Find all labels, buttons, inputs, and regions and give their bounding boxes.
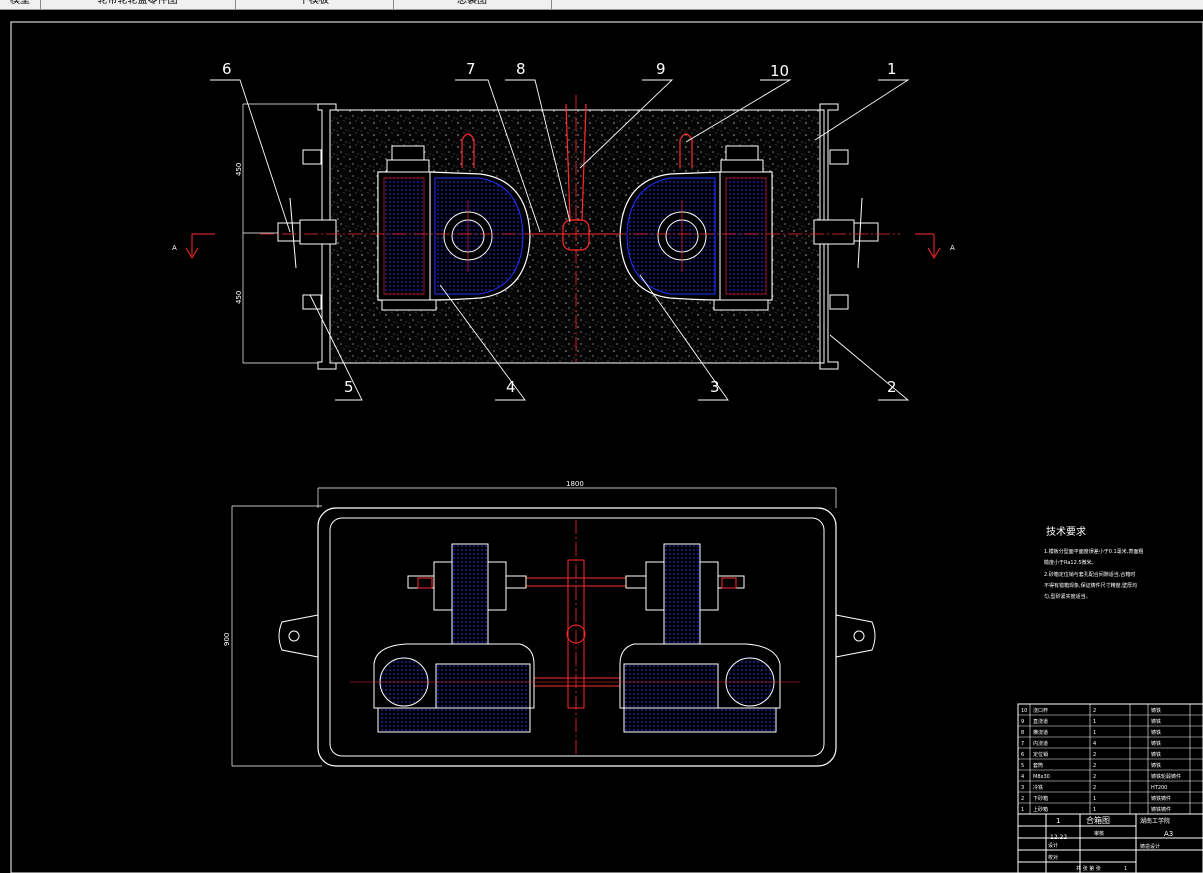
title-block-cell: 9 xyxy=(1021,719,1024,725)
document-tab-bar: 模型 轮带轮轮盘零件图 下模板 总装图 xyxy=(0,0,1203,10)
title-block-cell: 3 xyxy=(1021,785,1024,791)
title-block-cell: 1 xyxy=(1093,730,1096,736)
title-block-cell: 冷铁 xyxy=(1033,784,1043,791)
dim-upper-half: 450 xyxy=(235,163,243,176)
dim-height: 900 xyxy=(223,633,231,646)
technical-requirements: 技术要求 1.模板分型面平面度误差小于0.1毫米,表面粗 糙度小于Ra12.5微… xyxy=(1044,525,1143,600)
title-block-cell: 上砂箱 xyxy=(1033,806,1048,813)
tab-part-drawing[interactable]: 轮带轮轮盘零件图 xyxy=(40,0,236,9)
callout-9: 9 xyxy=(656,60,666,78)
tb-date: 12.22 xyxy=(1050,834,1067,841)
title-block-cell: 4 xyxy=(1093,741,1096,747)
flask-right-wall xyxy=(819,103,839,370)
callout-5: 5 xyxy=(344,378,354,396)
tab-lower-pattern[interactable]: 下模板 xyxy=(235,0,394,9)
tb-scale: A3 xyxy=(1164,830,1173,838)
title-block-cell: 下砂箱 xyxy=(1033,795,1048,802)
title-block-cell: 8 xyxy=(1021,730,1024,736)
title-block-cell: 7 xyxy=(1021,741,1024,747)
title-block-cell: 铸铁 xyxy=(1151,751,1161,758)
title-block-cell: 2 xyxy=(1093,708,1096,714)
tb-sheet-no: 1 xyxy=(1124,866,1127,872)
title-block-cell: 直浇道 xyxy=(1033,718,1048,725)
callout-1: 1 xyxy=(887,60,897,78)
title-block: 10 浇口杯 2 铸铁 9 直浇道 1 铸铁 8 横浇道 1 铸铁 7 内浇道 4 铸铁 6 定位销 2 铸铁 5 套筒 2… xyxy=(1017,703,1203,873)
title-block-cell: 铸铁铸件 xyxy=(1151,795,1171,802)
callout-8: 8 xyxy=(516,60,526,78)
tab-assembly[interactable]: 总装图 xyxy=(393,0,552,9)
tech-line-1: 1.模板分型面平面度误差小于0.1毫米,表面粗 xyxy=(1044,548,1143,555)
tech-line-5: 匀,型砂紧实度适当。 xyxy=(1044,593,1091,600)
title-block-cell: 铸铁轮毂铸件 xyxy=(1151,773,1181,780)
dim-lower-half: 450 xyxy=(235,291,243,304)
left-casting xyxy=(377,145,531,311)
drawing-frame xyxy=(10,21,1203,873)
callout-2: 2 xyxy=(887,378,897,396)
callout-4: 4 xyxy=(506,378,516,396)
title-block-cell: 浇口杯 xyxy=(1033,707,1048,714)
title-block-cell: 2 xyxy=(1093,763,1096,769)
tech-line-3: 2.砂箱定位销与套孔配合间隙适当,合箱时 xyxy=(1044,571,1135,578)
title-block-cell: 1 xyxy=(1021,807,1024,813)
tb-class: 铸造设计 xyxy=(1140,843,1160,850)
tb-check: 校对 xyxy=(1048,854,1058,861)
title-block-cell: 4 xyxy=(1021,774,1024,780)
tb-approve: 审核 xyxy=(1094,830,1104,837)
title-block-cell: 铸铁铸件 xyxy=(1151,806,1171,813)
title-block-cell: 定位销 xyxy=(1033,751,1048,758)
title-block-cell: 铸铁 xyxy=(1151,740,1161,747)
section-mark-right: A xyxy=(950,244,955,252)
plan-view xyxy=(231,487,876,767)
title-block-cell: 横浇道 xyxy=(1033,729,1048,736)
title-block-cell: 铸铁 xyxy=(1151,762,1161,769)
tb-qty: 1 xyxy=(1056,817,1060,825)
title-block-cell: 铸铁 xyxy=(1151,707,1161,714)
right-casting xyxy=(619,145,773,311)
title-block-cell: 1 xyxy=(1093,807,1096,813)
tab-model[interactable]: 模型 xyxy=(0,0,41,9)
tb-name: 合箱图 xyxy=(1086,815,1110,825)
tb-drawn: 设计 xyxy=(1048,842,1058,849)
callout-6: 6 xyxy=(222,60,232,78)
title-block-cell: 6 xyxy=(1021,752,1024,758)
tb-sheet: 共 张 第 张 xyxy=(1076,865,1101,872)
title-block-cell: 铸铁 xyxy=(1151,718,1161,725)
title-block-cell: 铸铁 xyxy=(1151,729,1161,736)
title-block-cell: 2 xyxy=(1093,774,1096,780)
tech-line-4: 不得有错箱现象,保证铸件尺寸精度,壁厚均 xyxy=(1044,582,1137,589)
title-block-cell: 2 xyxy=(1093,785,1096,791)
title-block-cell: 内浇道 xyxy=(1033,740,1048,747)
dim-width: 1800 xyxy=(566,480,584,488)
callout-3: 3 xyxy=(710,378,720,396)
callout-10: 10 xyxy=(770,62,789,80)
title-block-cell: 10 xyxy=(1021,708,1027,714)
section-view xyxy=(185,95,941,370)
title-block-cell: 5 xyxy=(1021,763,1024,769)
title-block-cell: 1 xyxy=(1093,796,1096,802)
title-block-cell: 套筒 xyxy=(1033,762,1043,769)
title-block-cell: 2 xyxy=(1093,752,1096,758)
title-block-cell: M8x30 xyxy=(1033,774,1050,780)
tech-line-2: 糙度小于Ra12.5微米。 xyxy=(1044,559,1097,566)
title-block-cell: 1 xyxy=(1093,719,1096,725)
tb-school: 湖南工学院 xyxy=(1140,817,1170,825)
leader-lines xyxy=(210,79,910,401)
tech-title: 技术要求 xyxy=(1046,525,1086,538)
callout-7: 7 xyxy=(466,60,476,78)
title-block-cell: HT200 xyxy=(1151,785,1167,791)
cad-drawing-canvas[interactable]: A A 450 450 6 7 8 9 10 1 5 4 3 2 xyxy=(0,9,1203,873)
title-block-cell: 2 xyxy=(1021,796,1024,802)
section-mark-left: A xyxy=(172,244,177,252)
